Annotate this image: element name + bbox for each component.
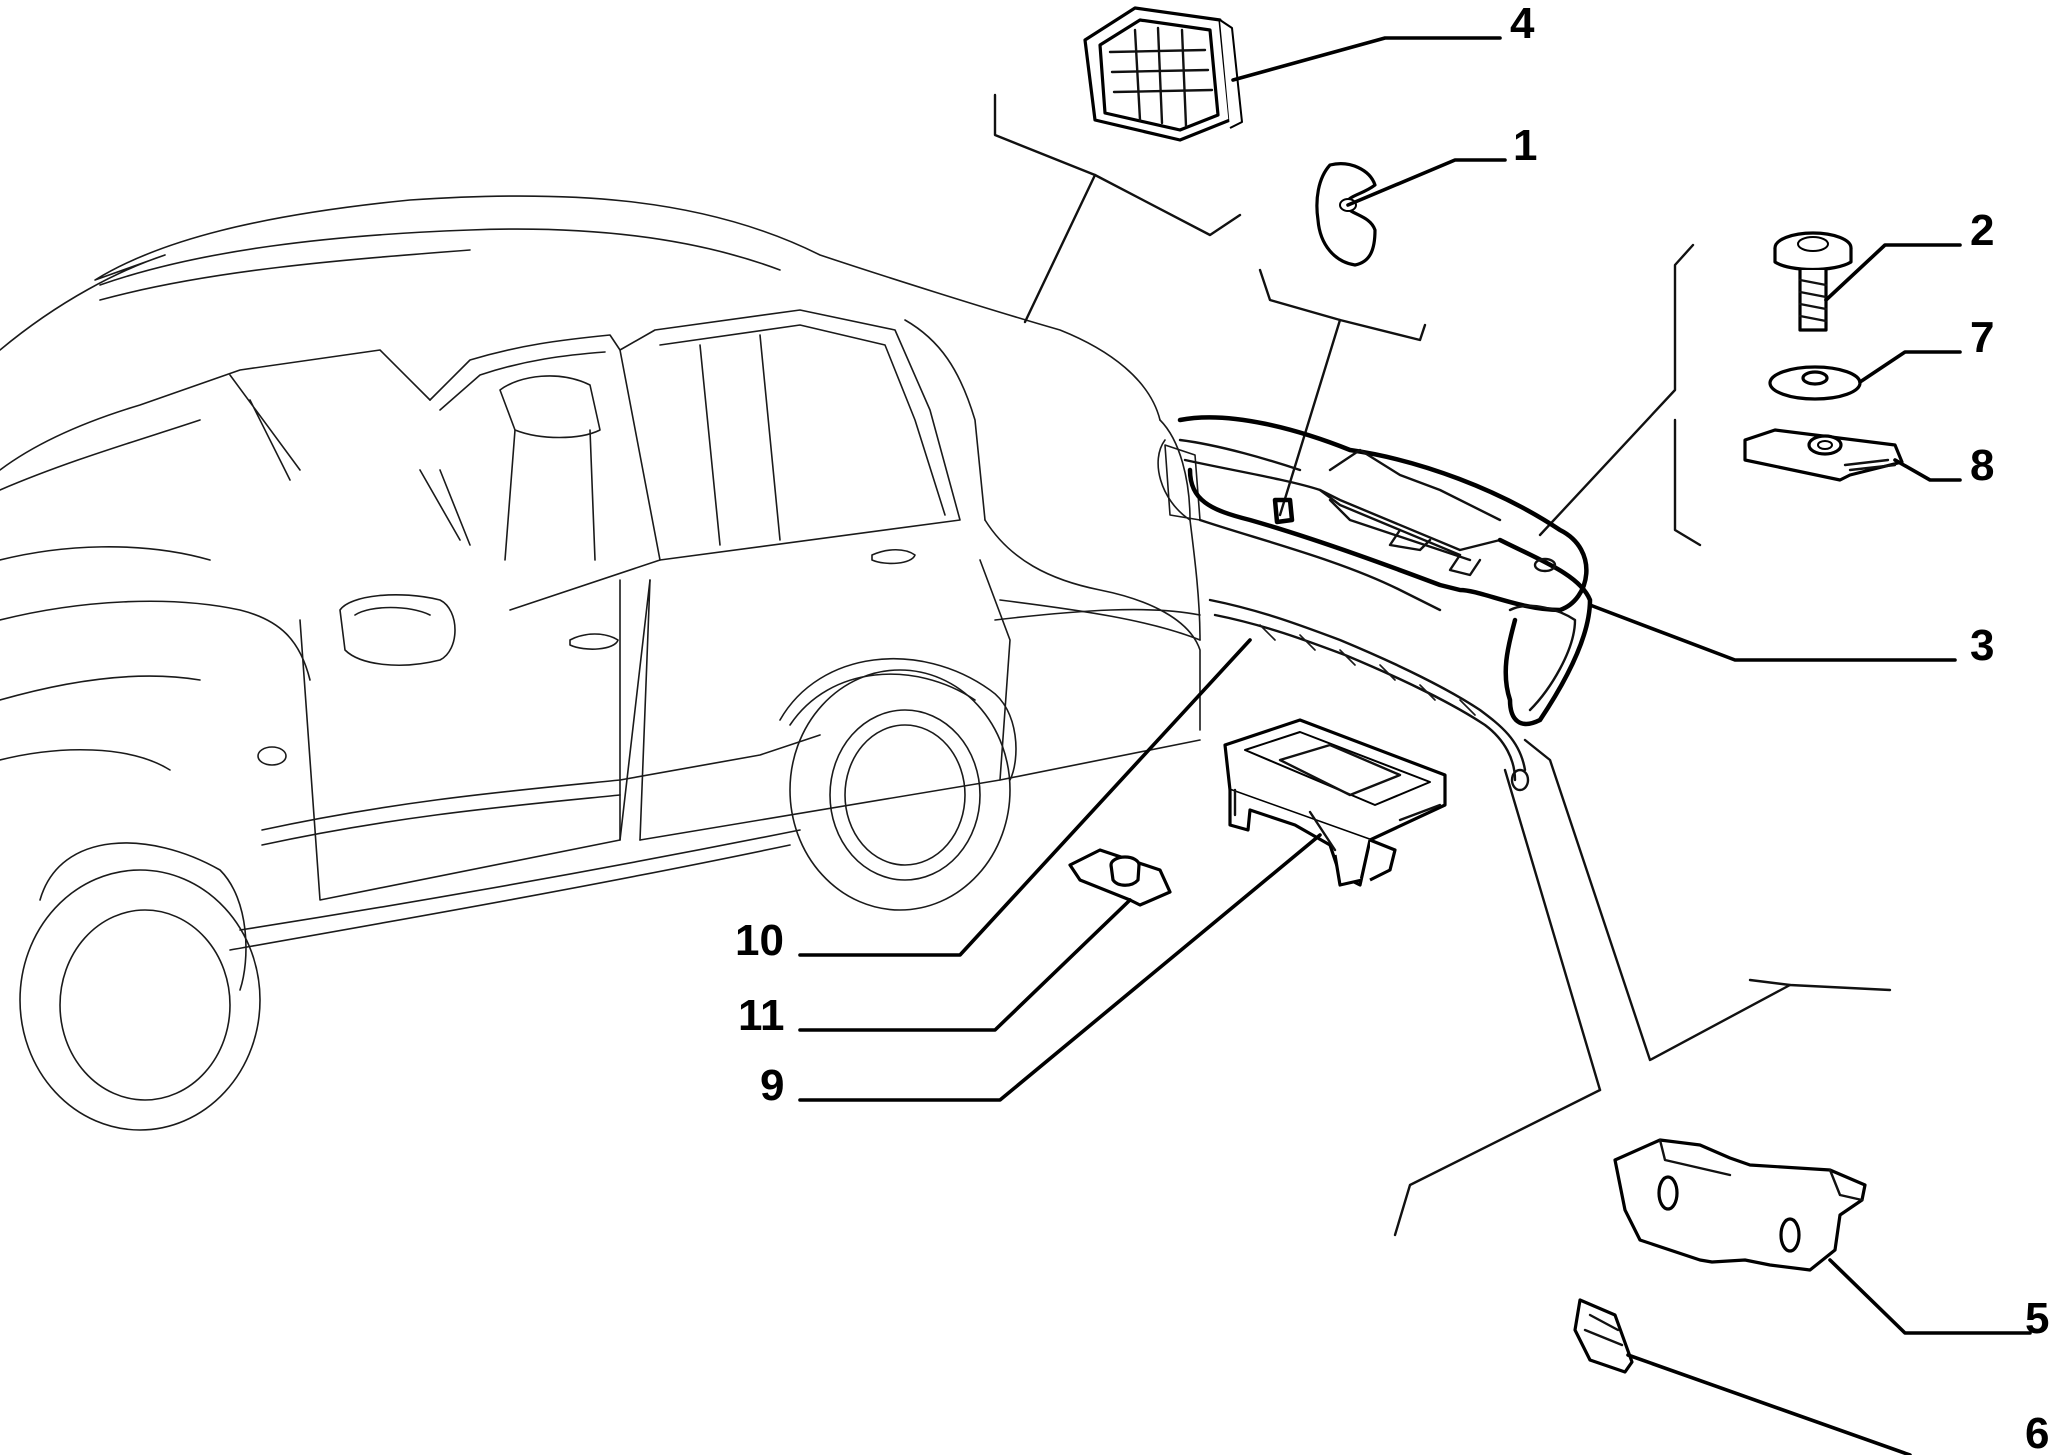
callout-10: 10 [735, 916, 784, 965]
callout-2: 2 [1970, 206, 1994, 255]
callout-3: 3 [1970, 621, 1994, 670]
callout-11: 11 [738, 991, 785, 1040]
callout-8: 8 [1970, 441, 1994, 490]
callout-5: 5 [2025, 1294, 2049, 1343]
callout-4: 4 [1510, 0, 1535, 48]
callout-7: 7 [1970, 313, 1994, 362]
callout-1: 1 [1513, 121, 1537, 170]
screw-icon [1773, 231, 1853, 332]
clip-small-icon [1573, 1298, 1634, 1374]
callout-9: 9 [760, 1061, 784, 1110]
callout-6: 6 [2025, 1409, 2049, 1455]
rear-bumper-icon [1177, 415, 1593, 727]
bumper-bracket-icon [1223, 718, 1447, 887]
clip-icon [1315, 162, 1377, 267]
speed-nut-icon [1743, 428, 1904, 482]
bumper-strip-icon [1208, 598, 1530, 792]
bracket-icon [1613, 1138, 1867, 1272]
reference-brackets [993, 93, 1892, 1237]
washer-icon [1768, 365, 1862, 401]
callout-labels: 1 2 3 4 5 6 7 8 9 10 11 [735, 0, 2049, 1455]
leader-lines [798, 36, 2032, 1455]
grille-vent-icon [1083, 6, 1243, 142]
car-body-icon [0, 195, 1201, 1131]
retainer-nut-icon [1068, 848, 1172, 907]
